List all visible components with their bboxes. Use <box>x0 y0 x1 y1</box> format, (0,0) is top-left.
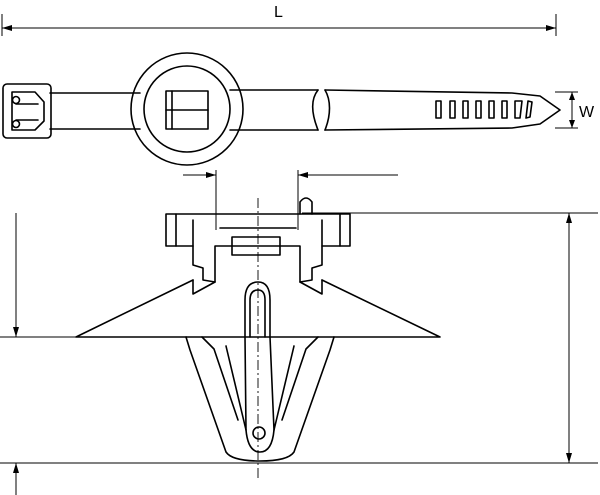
width-dimension: W <box>555 91 595 129</box>
slot-width-dimension <box>183 170 398 230</box>
cable-tie-top-view <box>2 52 561 166</box>
tie-head <box>2 83 52 139</box>
length-label: L <box>274 4 283 21</box>
width-label: W <box>579 104 595 121</box>
length-dimension: L <box>1 4 557 36</box>
strap-teeth <box>435 100 533 119</box>
anchor-disc <box>130 52 244 166</box>
overall-height-dimension <box>0 212 598 464</box>
panel-thickness-dimension <box>0 213 76 495</box>
